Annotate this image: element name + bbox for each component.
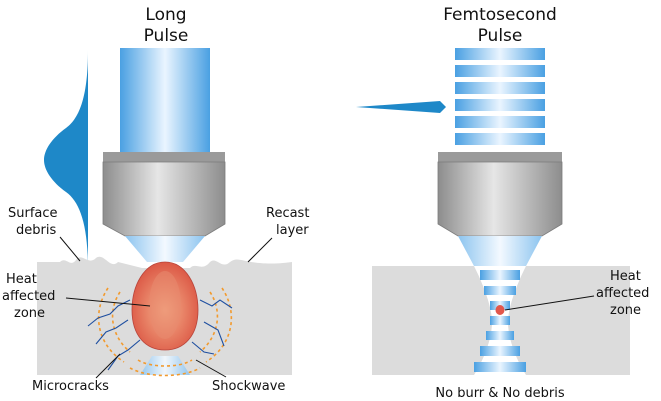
femto-lens-collar (438, 152, 562, 162)
long-pulse-panel: Long Pulse (2, 5, 309, 394)
femto-heat-affected-zone (495, 305, 505, 315)
long-haz-label-line2: affected (2, 289, 55, 304)
femto-lens-body (437, 161, 563, 237)
microcracks-leader (95, 353, 121, 379)
femto-focused-beam (458, 236, 542, 266)
femtosecond-panel: Femtosecond Pulse (356, 5, 649, 401)
femto-haz-label-line3: zone (610, 303, 641, 318)
femto-title-line2: Pulse (478, 26, 523, 46)
long-haz-label-line3: zone (14, 306, 45, 321)
long-pulse-title-line1: Long (145, 5, 186, 25)
femto-haz-leader (504, 295, 595, 311)
long-pulse-beam (120, 48, 210, 152)
surface-debris-label-line2: debris (16, 223, 56, 238)
shockwave-leader (195, 359, 227, 378)
long-pulse-title-line2: Pulse (144, 26, 189, 46)
femto-caption: No burr & No debris (435, 386, 564, 401)
long-pulse-ablation-core (149, 271, 181, 339)
surface-debris-label-line1: Surface (8, 206, 58, 221)
surface-debris-leader (59, 236, 81, 262)
long-haz-leader (65, 297, 151, 307)
shockwave-rings (97, 287, 233, 377)
recast-layer-label-line1: Recast (266, 206, 309, 221)
femto-title-line1: Femtosecond (443, 5, 557, 25)
long-pulse-gaussian-icon (44, 50, 88, 270)
microcracks (87, 299, 233, 371)
long-pulse-focused-beam (125, 236, 205, 262)
femto-pulse-spike-icon (356, 101, 446, 113)
femto-haz-label-line1: Heat (610, 269, 641, 284)
recast-layer-leader (247, 237, 273, 263)
femto-haz-label-line2: affected (596, 286, 649, 301)
shockwave-label: Shockwave (212, 379, 285, 394)
femto-material-left (372, 266, 492, 375)
recast-layer-label-line2: layer (276, 223, 309, 238)
long-pulse-lens-body (102, 161, 226, 237)
long-pulse-lens-collar (103, 152, 225, 162)
femto-pulse-train (455, 48, 545, 145)
femto-material-right (508, 266, 630, 375)
long-haz-label-line1: Heat (6, 272, 37, 287)
long-pulse-exit-beam (140, 356, 190, 375)
microcracks-label: Microcracks (32, 379, 109, 394)
